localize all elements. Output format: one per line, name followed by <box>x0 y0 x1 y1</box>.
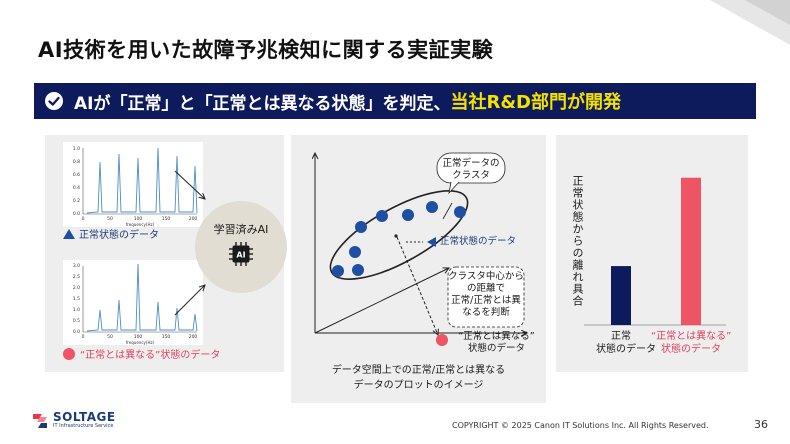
page-number: 36 <box>754 418 768 431</box>
mc2-ytick: 0.5 <box>73 318 80 324</box>
mc1-xtick: 150 <box>162 216 171 222</box>
mc1-ytick: 0.0 <box>73 211 80 217</box>
key-message-banner: AIが「正常」と「正常とは異なる状態」を判定、 当社R&D部門が開発 <box>34 83 756 119</box>
mc2-xtick: 200 <box>189 334 198 340</box>
bar-label-normal: 正常 状態のデータ <box>596 330 656 356</box>
bar-label-normal-line2: 状態のデータ <box>596 344 656 355</box>
mc2-ytick: 3.0 <box>73 263 80 269</box>
abnormal-spectrum-chart: 0 50 100 150 200 frequency(Hz) 0.0 0.5 1… <box>63 260 203 345</box>
cluster-point <box>332 265 344 277</box>
mc2-xtick: 0 <box>82 334 85 340</box>
input-arrows <box>174 170 284 316</box>
bar-label-normal-line1: 正常 <box>611 331 631 342</box>
distance-callout-line2: の距離で <box>466 283 505 294</box>
cluster-point <box>426 201 438 213</box>
data-space-caption: データ空間上での正常/正常とは異なる データのプロットのイメージ <box>291 363 546 393</box>
caption-line2: データのプロットのイメージ <box>353 380 484 391</box>
abnormal-data-legend: “正常とは異なる”状態のデータ <box>63 346 220 361</box>
mc1-xtick: 50 <box>107 216 113 222</box>
normal-data-legend: 正常状態のデータ <box>63 226 159 241</box>
mc1-ytick: 1.0 <box>73 146 80 152</box>
mc2-ytick: 2.0 <box>73 285 80 291</box>
mc1-xtick: 100 <box>134 216 143 222</box>
chip-label: AI <box>236 251 245 260</box>
mc1-xtick: 0 <box>82 216 85 222</box>
cluster-point <box>376 210 388 222</box>
bar-label-abnormal-line2: 状態のデータ <box>661 344 721 355</box>
abnormal-point <box>436 334 448 346</box>
abnormal-data-label: “正常とは異なる”状態のデータ <box>80 350 221 361</box>
banner-highlight: 当社R&D部門が開発 <box>450 92 621 113</box>
mc1-xlabel: frequency(Hz) <box>126 222 155 227</box>
data-space-panel: 正常データの クラスタ 正常状態のデータ クラスタ中心から の距離で 正常/正常… <box>291 135 546 403</box>
circle-marker-icon <box>63 347 75 360</box>
bar-label-abnormal-line1: “正常とは異なる” <box>651 331 732 342</box>
mc1-xtick: 200 <box>189 216 198 222</box>
mc2-xtick: 150 <box>162 334 171 340</box>
copyright-notice: COPYRIGHT © 2025 Canon IT Solutions Inc.… <box>452 421 709 430</box>
normal-spectrum-chart: 0 50 100 150 200 frequency(Hz) 0.0 0.2 0… <box>63 142 203 227</box>
trained-ai-model: 学習済みAI AI <box>195 201 287 293</box>
cluster-point <box>454 206 466 218</box>
distance-callout-line1: クラスタ中心から <box>448 271 524 282</box>
mc1-ytick: 0.2 <box>73 198 80 204</box>
mc1-ytick: 0.4 <box>73 185 80 191</box>
cluster-point <box>349 246 361 258</box>
bar-label-abnormal: “正常とは異なる” 状態のデータ <box>651 330 731 356</box>
abnormal-point-line2: 状態のデータ <box>467 343 525 354</box>
mc2-ytick: 1.5 <box>73 296 80 302</box>
cluster-callout-line2: クラスタ <box>452 170 490 181</box>
triangle-marker-icon <box>63 228 75 239</box>
distance-callout: クラスタ中心から の距離で 正常/正常とは異 なるを判断 <box>448 271 524 319</box>
mc2-xlabel: frequency(Hz) <box>126 340 155 345</box>
normal-spectrum-line <box>86 147 198 214</box>
check-circle-icon <box>45 92 63 110</box>
cluster-point <box>355 221 367 233</box>
chart-y-axis-label: 正常状態からの離れ具合 <box>571 175 584 307</box>
soltage-logo: SOLTAGE IT Infrastructure Service <box>31 411 116 430</box>
logo-name: SOLTAGE <box>53 410 116 424</box>
cluster-point <box>402 209 414 221</box>
ai-chip-icon: AI <box>229 242 253 266</box>
normal-data-label: 正常状態のデータ <box>79 230 159 241</box>
trained-ai-label: 学習済みAI <box>213 223 269 236</box>
distance-callout-line3: 正常/正常とは異 <box>451 295 521 306</box>
caption-line1: データ空間上での正常/正常とは異なる <box>331 365 506 376</box>
mc1-ytick: 0.6 <box>73 172 80 178</box>
corner-decoration <box>710 0 790 45</box>
cluster-callout-line1: 正常データの <box>442 158 500 169</box>
deviation-bar-chart <box>584 177 726 326</box>
cluster-point <box>352 264 364 276</box>
abnormal-point-line1: “正常とは異なる” <box>458 331 535 342</box>
mc1-ytick: 0.8 <box>73 159 80 165</box>
abnormal-point-label: “正常とは異なる” 状態のデータ <box>449 331 544 355</box>
deviation-chart-panel: 正常状態からの離れ具合 正常 状態のデータ “正常とは異なる” 状態のデータ <box>556 135 748 372</box>
bar-abnormal <box>681 177 701 325</box>
data-space-plot <box>291 135 546 346</box>
mc2-xtick: 50 <box>107 334 113 340</box>
mc2-ytick: 1.0 <box>73 307 80 313</box>
data-input-panel: 0 50 100 150 200 frequency(Hz) 0.0 0.2 0… <box>45 135 287 372</box>
bar-normal <box>611 266 631 325</box>
distance-callout-line4: なるを判断 <box>462 307 510 318</box>
slide-title: AI技術を用いた故障予兆検知に関する実証実験 <box>38 38 494 62</box>
banner-text: AIが「正常」と「正常とは異なる状態」を判定、 <box>74 93 451 114</box>
normal-point-label: 正常状態のデータ <box>440 236 517 247</box>
cluster-callout: 正常データの クラスタ <box>437 158 505 182</box>
mc2-ytick: 0.0 <box>73 329 80 335</box>
logo-subtitle: IT Infrastructure Service <box>53 423 114 429</box>
abnormal-spectrum-line <box>86 263 198 332</box>
mc2-xtick: 100 <box>134 334 143 340</box>
triangle-marker-icon <box>427 237 436 247</box>
soltage-logo-icon <box>33 413 47 428</box>
mc2-ytick: 2.5 <box>73 274 80 280</box>
